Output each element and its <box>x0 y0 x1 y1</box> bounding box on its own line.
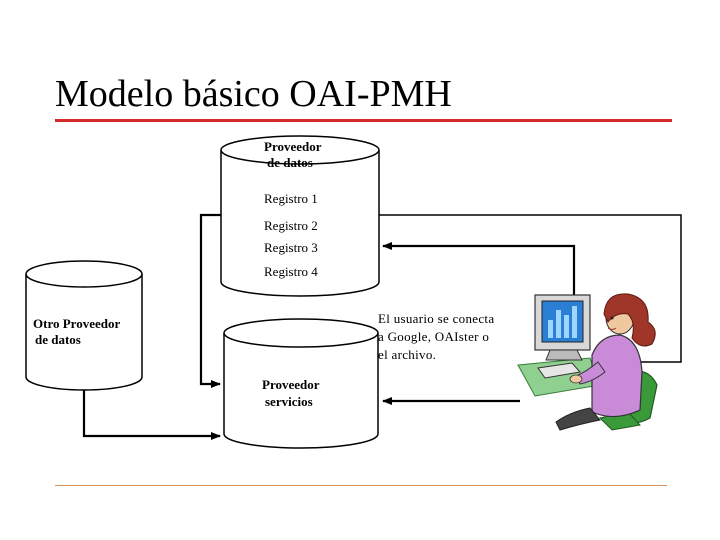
connector-data-to-service <box>199 213 221 388</box>
connector-user-to-records <box>382 242 576 300</box>
data-provider-label-line1: Proveedor <box>264 139 322 154</box>
footer-divider <box>55 485 667 486</box>
data-provider-label-line2: de datos <box>267 155 313 170</box>
connector-other-to-service <box>82 390 221 440</box>
record-4: Registro 4 <box>264 264 318 279</box>
record-2: Registro 2 <box>264 218 318 233</box>
title-underline <box>55 119 672 122</box>
user-computer-illustration <box>517 293 658 431</box>
service-provider-label-line1: Proveedor <box>262 377 320 392</box>
connector-user-to-data-provider <box>379 214 682 363</box>
other-provider-label-line2: de datos <box>35 332 81 347</box>
user-description-line1: El usuario se conecta <box>378 311 495 326</box>
service-provider-label-line2: servicios <box>265 394 313 409</box>
user-description-line3: el archivo. <box>378 347 437 362</box>
user-description: El usuario se conecta a Google, OAIster … <box>378 310 494 364</box>
record-3: Registro 3 <box>264 240 318 255</box>
service-provider-cylinder <box>223 318 379 449</box>
other-provider-label-line1: Otro Proveedor <box>33 316 121 331</box>
record-1: Registro 1 <box>264 191 318 206</box>
data-provider-cylinder <box>220 135 380 297</box>
other-provider-cylinder <box>25 260 143 391</box>
slide-title: Modelo básico OAI-PMH <box>55 73 452 115</box>
user-description-line2: a Google, OAIster o <box>378 329 490 344</box>
